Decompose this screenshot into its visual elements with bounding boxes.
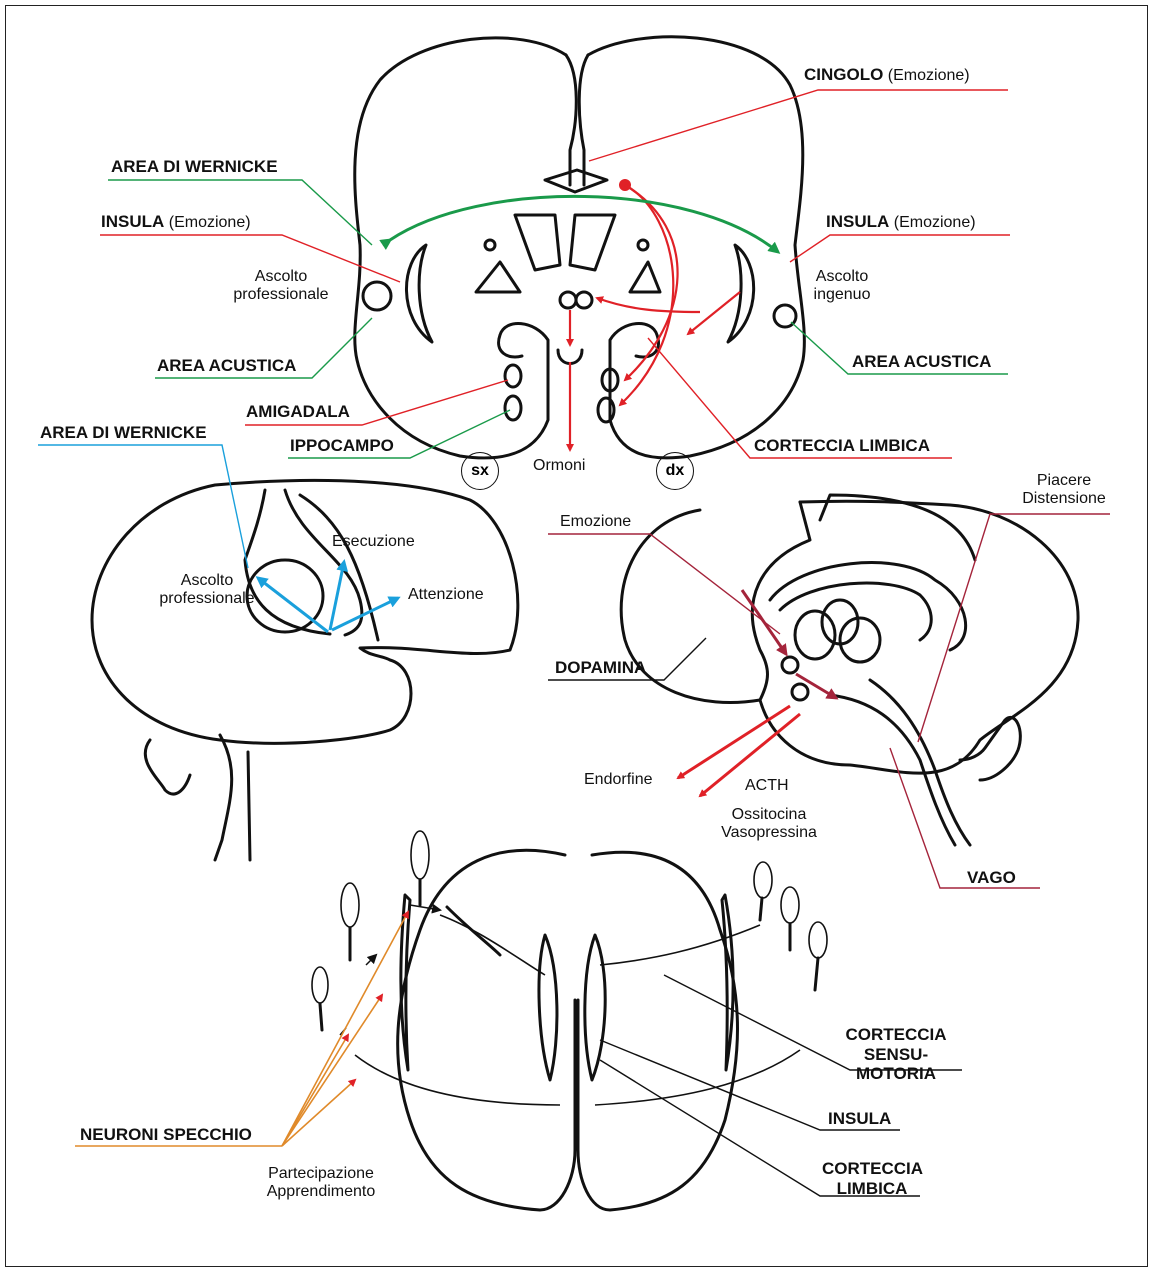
lateral-brain-outline <box>92 480 518 860</box>
ascolto-ingenuo-label: Ascolto ingenuo <box>808 268 876 305</box>
neuroni-specchio-label: NEURONI SPECCHIO <box>80 1126 252 1143</box>
wernicke-label: AREA DI WERNICKE <box>111 158 278 175</box>
insula-right-label: INSULA (Emozione) <box>826 213 976 231</box>
ormoni-label: Ormoni <box>533 458 585 474</box>
emozione-label: Emozione <box>560 514 631 530</box>
corteccia-limbica-top-label: CORTECCIA LIMBICA <box>754 437 930 454</box>
coronal-brain-outline <box>355 37 805 458</box>
corteccia-limbica-bottom-label: CORTECCIA LIMBICA <box>822 1159 922 1198</box>
ossitocina-vasopressina-label: Ossitocina Vasopressina <box>700 806 838 843</box>
amigadala-label: AMIGADALA <box>246 403 350 420</box>
esecuzione-label: Esecuzione <box>332 534 415 550</box>
endorfine-label: Endorfine <box>584 772 653 788</box>
corteccia-sensu-motoria-label: CORTECCIA SENSU-MOTORIA <box>838 1025 954 1084</box>
wernicke-link-arrow <box>390 196 778 252</box>
insula-bottom-label: INSULA <box>828 1110 891 1127</box>
ascolto-professionale-label: Ascolto professionale <box>222 268 340 305</box>
dx-badge: dx <box>656 452 694 490</box>
partecipazione-apprendimento-label: Partecipazione Apprendimento <box>246 1165 396 1202</box>
attenzione-label: Attenzione <box>408 587 484 603</box>
topview-brain-outline <box>355 850 800 1210</box>
sagittal-maroon-arrows <box>742 590 836 698</box>
area-acustica-left-label: AREA ACUSTICA <box>157 357 296 374</box>
dopamina-label: DOPAMINA <box>555 659 646 676</box>
bottom-orange-arrows <box>75 912 408 1146</box>
area-acustica-right-label: AREA ACUSTICA <box>852 353 991 370</box>
lateral-blue-arrows <box>258 562 398 632</box>
top-red-arrows <box>570 179 740 450</box>
ippocampo-label: IPPOCAMPO <box>290 437 394 454</box>
mirror-neuron-fibers <box>312 831 827 1035</box>
piacere-distensione-label: Piacere Distensione <box>1015 472 1113 509</box>
wernicke-lateral-label: AREA DI WERNICKE <box>40 424 207 441</box>
wernicke-lateral-leader <box>38 445 248 568</box>
insula-left-label: INSULA (Emozione) <box>101 213 251 231</box>
sagittal-brain-outline <box>621 495 1078 845</box>
acth-label: ACTH <box>745 778 789 794</box>
sx-badge: sx <box>461 452 499 490</box>
vago-label: VAGO <box>967 869 1016 886</box>
cingolo-label: CINGOLO (Emozione) <box>804 66 970 84</box>
ascolto-professionale-lateral-label: Ascolto professionale <box>148 572 266 609</box>
